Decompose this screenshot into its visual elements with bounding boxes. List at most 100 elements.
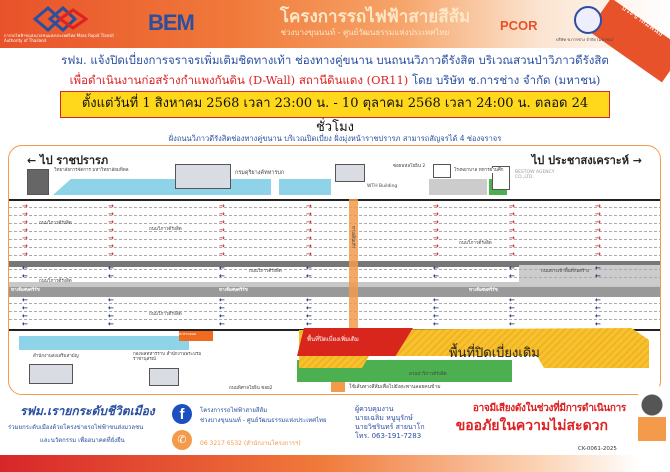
traffic-arrow-inbound: → [509,250,515,258]
label-wth: WTH Building [366,184,399,189]
traffic-arrow-outbound: ← [509,320,515,328]
traffic-arrow-inbound: → [509,226,515,234]
traffic-arrow-inbound: → [433,210,439,218]
traffic-arrow-inbound: → [22,202,28,210]
traffic-arrow-outbound: ← [509,296,515,304]
traffic-arrow-inbound: → [595,218,601,226]
traffic-arrow-outbound: ← [433,304,439,312]
traffic-arrow-inbound: → [219,242,225,250]
supervisor-title: ผู้ควบคุมงาน [355,405,394,413]
label-expressway3: ทางพิเศษศรีรัช [469,288,498,293]
traffic-arrow-inbound: → [219,234,225,242]
traffic-arrow-inbound: → [108,218,114,226]
footer-slogan-sub1: ร่วมยกระดับเมืองด้วยโครงข่ายรถไฟฟ้าขนส่ง… [8,424,144,431]
traffic-arrow-outbound: ← [306,304,312,312]
traffic-arrow-inbound: → [108,250,114,258]
phone-number: 06 3217 6532 (สำนักงานโครงการฯ) [200,440,301,447]
pcor-logo: PCOR [500,18,538,33]
traffic-arrow-inbound: → [433,218,439,226]
traffic-arrow-outbound: ← [595,296,601,304]
label-college: วิทยาลัยการจัดการ มหาวิทยาลัยมหิดล [53,168,130,173]
lane-marking [9,207,660,208]
direction-right: ไป ประชาสงเคราะห์ → [531,154,642,167]
office-bottom-building [29,364,73,384]
traffic-arrow-inbound: → [306,234,312,242]
closure-area-added [297,328,413,356]
traffic-arrow-outbound: ← [22,320,28,328]
label-hotel: BESTOW AGENCY CO.,LTD. [515,170,555,180]
traffic-arrow-outbound: ← [509,264,515,272]
dept-building [175,164,231,189]
label-expressway2: ทางพิเศษศรีรัช [219,288,248,293]
lane-marking [9,247,660,248]
traffic-arrow-outbound: ← [433,264,439,272]
company-seal-icon [574,6,602,34]
traffic-arrow-inbound: → [595,250,601,258]
label-road-mid-left: ถนนวิภาวดีรังสิต [39,279,72,284]
traffic-arrow-outbound: ← [108,272,114,280]
traffic-arrow-inbound: → [433,202,439,210]
traffic-arrow-outbound: ← [433,296,439,304]
bem-logo: BEM [148,10,195,35]
traffic-arrow-inbound: → [219,210,225,218]
traffic-arrow-inbound: → [219,218,225,226]
announcement-line2: เพื่อดำเนินงานก่อสร้างกำแพงกันดิน (D-Wal… [0,72,670,90]
traffic-arrow-inbound: → [219,226,225,234]
lane-marking [9,231,660,232]
footer-band [0,455,640,472]
traffic-arrow-inbound: → [22,218,28,226]
sidewalk-3 [279,179,331,195]
lane-marking [9,223,660,224]
traffic-arrow-outbound: ← [509,272,515,280]
traffic-arrow-inbound: → [306,250,312,258]
traffic-arrow-inbound: → [22,226,28,234]
traffic-arrow-outbound: ← [433,312,439,320]
lane-marking [9,255,660,256]
lane-marking [9,311,660,312]
footer-slogan: รฟม.เรายกระดับชีวิตเมือง [20,404,155,418]
traffic-arrow-outbound: ← [22,272,28,280]
legend-label: ใช้เส้นทางสีส้มเพื่อไปยังสะพานลอยคนข้าม [349,384,441,390]
traffic-arrow-inbound: → [108,242,114,250]
label-road-bottom: ถนนวิภาวดีรังสิต [149,312,182,317]
traffic-arrow-outbound: ← [433,272,439,280]
doc-code: CK-0061-2025 [578,446,617,452]
label-military: กองพลทหารราบ สำนักงานพระบรมราชานุสรณ์ [133,352,202,362]
label-expressway1: ทางพิเศษศรีรัช [11,288,40,293]
traffic-arrow-inbound: → [108,226,114,234]
traffic-arrow-inbound: → [22,242,28,250]
label-closure-added: พื้นที่ปิดเบี่ยงเพิ่มเติม [307,336,359,343]
traffic-arrow-inbound: → [433,226,439,234]
company-seal-text: บริษัท ช.การช่าง จำกัด (มหาชน) [556,37,614,42]
label-soi: ซอยพหลโยธิน 2 [393,164,426,169]
header-banner [0,0,670,48]
label-road-mid-right: ถนนทางเข้าพื้นที่ก่อสร้าง [541,269,590,274]
traffic-diagram: ← ไป ราชปรารภ ไป ประชาสงเคราะห์ → วิทยาล… [8,145,661,395]
supervisor-phone: โทร. 063-191-7283 [355,432,422,440]
traffic-arrow-inbound: → [219,202,225,210]
label-road-top3: ถนนวิภาวดีรังสิต [459,241,492,246]
mascot-icon [638,385,666,465]
lane-marking [9,319,660,320]
fb-line2: ช่วงบางขุนนนท์ - ศูนย์วัฒนธรรมแห่งประเทศ… [200,417,327,424]
traffic-arrow-outbound: ← [595,272,601,280]
traffic-arrow-inbound: → [219,250,225,258]
expressway [9,287,660,297]
label-road-top1: ถนนวิภาวดีรังสิต [39,221,72,226]
traffic-arrow-outbound: ← [219,264,225,272]
facebook-icon[interactable]: f [172,404,192,424]
sidewalk-4 [321,179,329,195]
supervisor-2: นายวิชรินทร์ สายนาโก [355,423,425,431]
period-box: ตั้งแต่วันที่ 1 สิงหาคม 2568 เวลา 23:00 … [60,91,610,135]
label-soi-bottom: ถนนพิศาลโยธิน ซอย2 [229,386,273,391]
lane-marking [9,269,660,270]
wth-building [335,164,365,182]
label-dept: กรมดุริยางค์ทหารบก [235,170,285,176]
traffic-arrow-inbound: → [22,234,28,242]
traffic-arrow-inbound: → [595,202,601,210]
college-building [27,169,49,195]
label-office: สำนักงานส่งเสริมสามัญ [33,354,79,359]
traffic-arrow-inbound: → [108,202,114,210]
lane-marking [9,277,660,278]
orange-pedestrian-path [349,199,358,359]
